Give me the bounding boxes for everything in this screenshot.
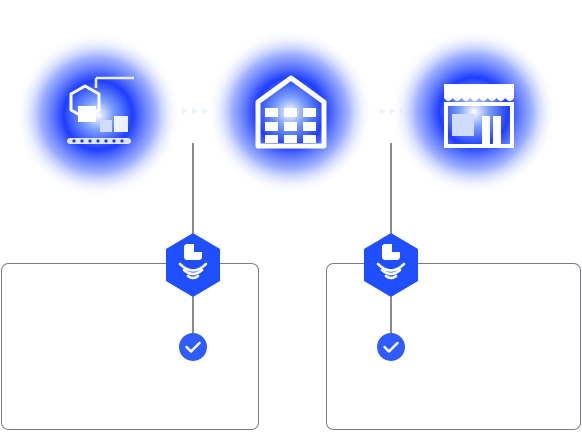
retail-store-icon xyxy=(444,84,514,148)
rfid-tag-scan-icon xyxy=(166,233,220,297)
stage-factory-glow xyxy=(16,33,180,197)
arrow-chevrons-icon xyxy=(380,108,406,114)
arrow-chevrons-icon xyxy=(182,108,208,114)
factory-robot-arm-icon xyxy=(67,76,134,144)
check-icon xyxy=(377,333,405,361)
rfid-tag-scan-icon xyxy=(364,233,418,297)
check-icon xyxy=(179,333,207,361)
warehouse-icon xyxy=(255,75,327,149)
checkpoint-panel-left xyxy=(1,263,259,430)
checkpoint-panel-right xyxy=(326,263,581,430)
stage-store-glow xyxy=(392,30,556,194)
